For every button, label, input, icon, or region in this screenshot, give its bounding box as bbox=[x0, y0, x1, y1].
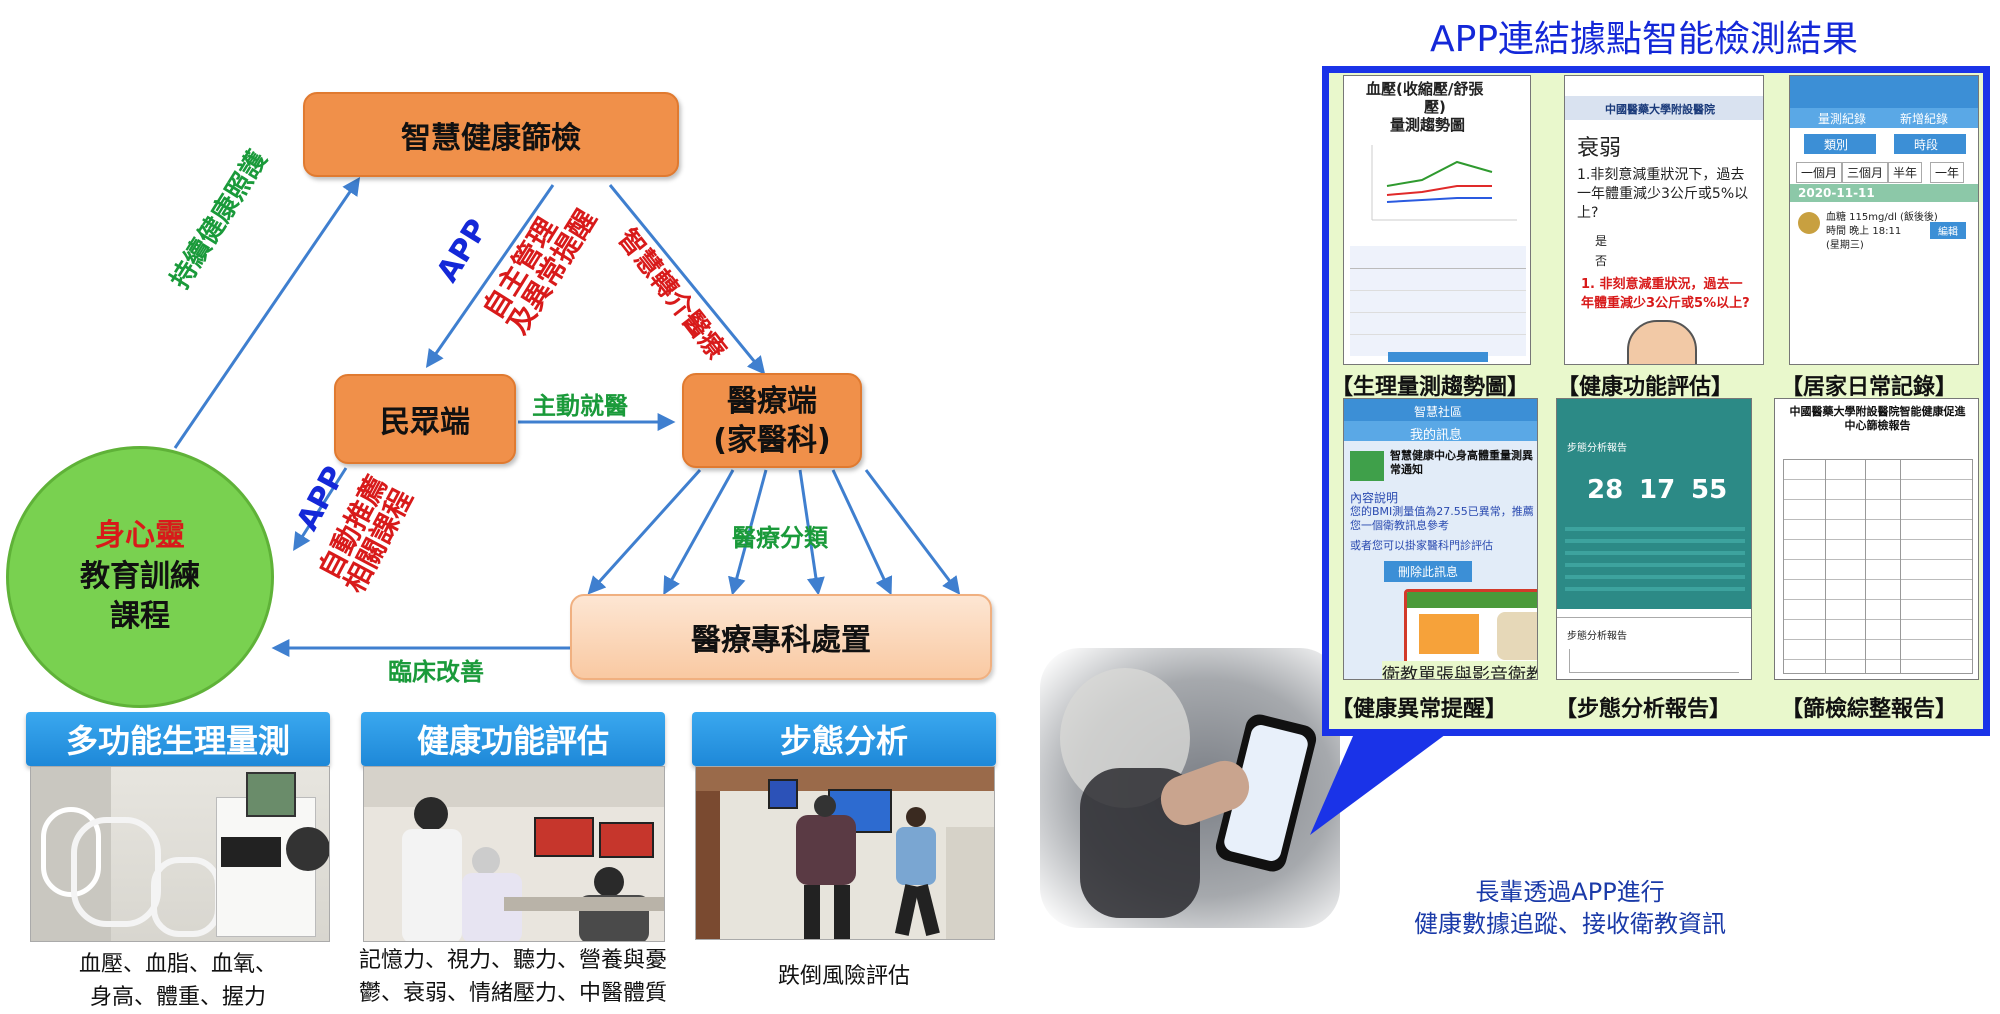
label-alert: 【健康異常提醒】 bbox=[1331, 697, 1508, 722]
clinical-improve-label: 臨床改善 bbox=[388, 658, 484, 686]
screen-health-alert: 智慧社區 我的訊息 智慧健康中心身高體重量測異常通知 內容說明 您的BMI測量值… bbox=[1343, 398, 1538, 680]
diagram-arrows bbox=[173, 177, 961, 657]
screen-bp-trend: 血壓(收縮壓/舒張 壓) 量測趨勢圖 bbox=[1343, 75, 1531, 365]
active-visit-label: 主動就醫 bbox=[532, 392, 628, 420]
specialist-care-box: 醫療專科處置 bbox=[570, 594, 992, 680]
label-function: 【健康功能評估】 bbox=[1557, 375, 1734, 400]
callout-pointer bbox=[1310, 720, 1465, 835]
photo-gait-analysis bbox=[695, 766, 995, 940]
medical-end-box: 醫療端 (家醫科) bbox=[682, 373, 862, 468]
screen-home-record: 量測紀錄 新增紀錄 類別 時段 一個月 三個月 半年 一年 2020-11-11… bbox=[1789, 75, 1979, 365]
arrow-recommend bbox=[293, 467, 348, 552]
label-screening: 【篩檢綜整報告】 bbox=[1781, 697, 1958, 722]
photo-physio-machine bbox=[30, 766, 330, 942]
screen-health-function: 中國醫藥大學附設醫院 衰弱 1.非刻意減重狀況下，過去一年體重減少3公斤或5%以… bbox=[1564, 75, 1764, 365]
medical-classify-label: 醫療分類 bbox=[732, 524, 828, 552]
gait-desc: 跌倒風險評估 bbox=[777, 964, 910, 989]
screen-gait-report: 步態分析報告 28 17 55 步態分析報告 bbox=[1556, 398, 1752, 680]
physio-desc: 血壓、血脂、血氧、 身高、體重、握力 bbox=[78, 952, 277, 1010]
screen-screening-report: 中國醫藥大學附設醫院智能健康促進中心篩檢報告 bbox=[1774, 398, 1979, 680]
caption-physio: 多功能生理量測 bbox=[26, 712, 330, 766]
function-desc: 記憶力、視力、聽力、營養與憂 鬱、衰弱、情緒壓力、中醫體質 bbox=[358, 948, 667, 1006]
photo-function-assessment bbox=[363, 766, 665, 942]
caption-function: 健康功能評估 bbox=[361, 712, 665, 766]
arrow-referral bbox=[608, 184, 766, 375]
app-results-panel: 血壓(收縮壓/舒張 壓) 量測趨勢圖 中國醫藥大學附設醫院 衰弱 1.非刻意減重… bbox=[1322, 66, 1990, 736]
public-end-box: 民眾端 bbox=[334, 374, 516, 464]
education-circle: 身心靈 教育訓練 課程 bbox=[6, 446, 274, 708]
label-home-record: 【居家日常記錄】 bbox=[1781, 375, 1958, 400]
elder-caption: 長輩透過APP進行 健康數據追蹤、接收衛教資訊 bbox=[1414, 878, 1726, 939]
smart-screening-box: 智慧健康篩檢 bbox=[303, 92, 679, 177]
label-trend: 【生理量測趨勢圖】 bbox=[1331, 375, 1530, 400]
app-panel-title: APP連結據點智能檢測結果 bbox=[1430, 19, 1859, 60]
arrow-care-up bbox=[173, 177, 361, 449]
label-gait: 【步態分析報告】 bbox=[1555, 697, 1732, 722]
caption-gait: 步態分析 bbox=[692, 712, 996, 766]
arrow-self-manage bbox=[425, 184, 555, 368]
photo-elder-using-app bbox=[1040, 648, 1340, 928]
